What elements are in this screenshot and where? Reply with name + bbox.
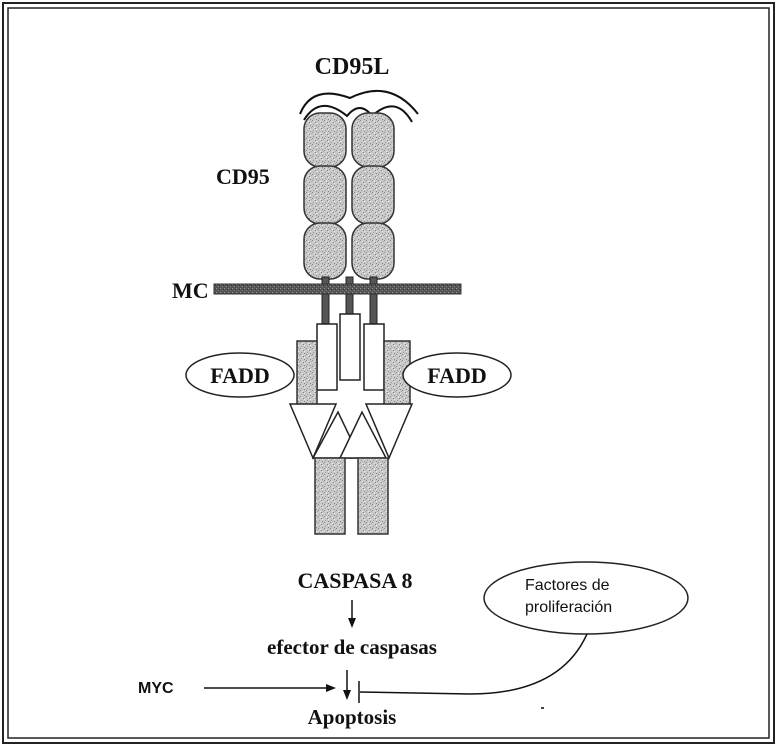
- death-domains: [317, 314, 384, 390]
- ded-triangles: [290, 404, 412, 458]
- caspase8-columns: [315, 458, 388, 534]
- proliferation-factors-ellipse: [484, 562, 688, 634]
- membrane-label: MC: [172, 278, 209, 303]
- stray-mark: [541, 707, 544, 709]
- cd95-receptor-right: [352, 113, 394, 279]
- myc-label: MYC: [138, 680, 174, 697]
- caspase8-to-effector-arrow: [348, 600, 356, 628]
- myc-arrow: [204, 684, 336, 692]
- caspase8-label: CASPASA 8: [297, 568, 412, 593]
- cd95l-label: CD95L: [315, 54, 390, 80]
- proliferation-label-line2: proliferación: [525, 599, 612, 616]
- proliferation-label-line1: Factores de: [525, 577, 610, 594]
- effector-to-apoptosis-arrow: [343, 670, 351, 700]
- cd95-label: CD95: [216, 164, 270, 189]
- cell-membrane: [214, 284, 461, 294]
- fadd-left-label: FADD: [210, 363, 269, 388]
- effector-label: efector de caspasas: [267, 635, 437, 659]
- apoptosis-label: Apoptosis: [308, 705, 397, 729]
- fadd-right-label: FADD: [427, 363, 486, 388]
- cd95-receptor-left: [304, 113, 346, 279]
